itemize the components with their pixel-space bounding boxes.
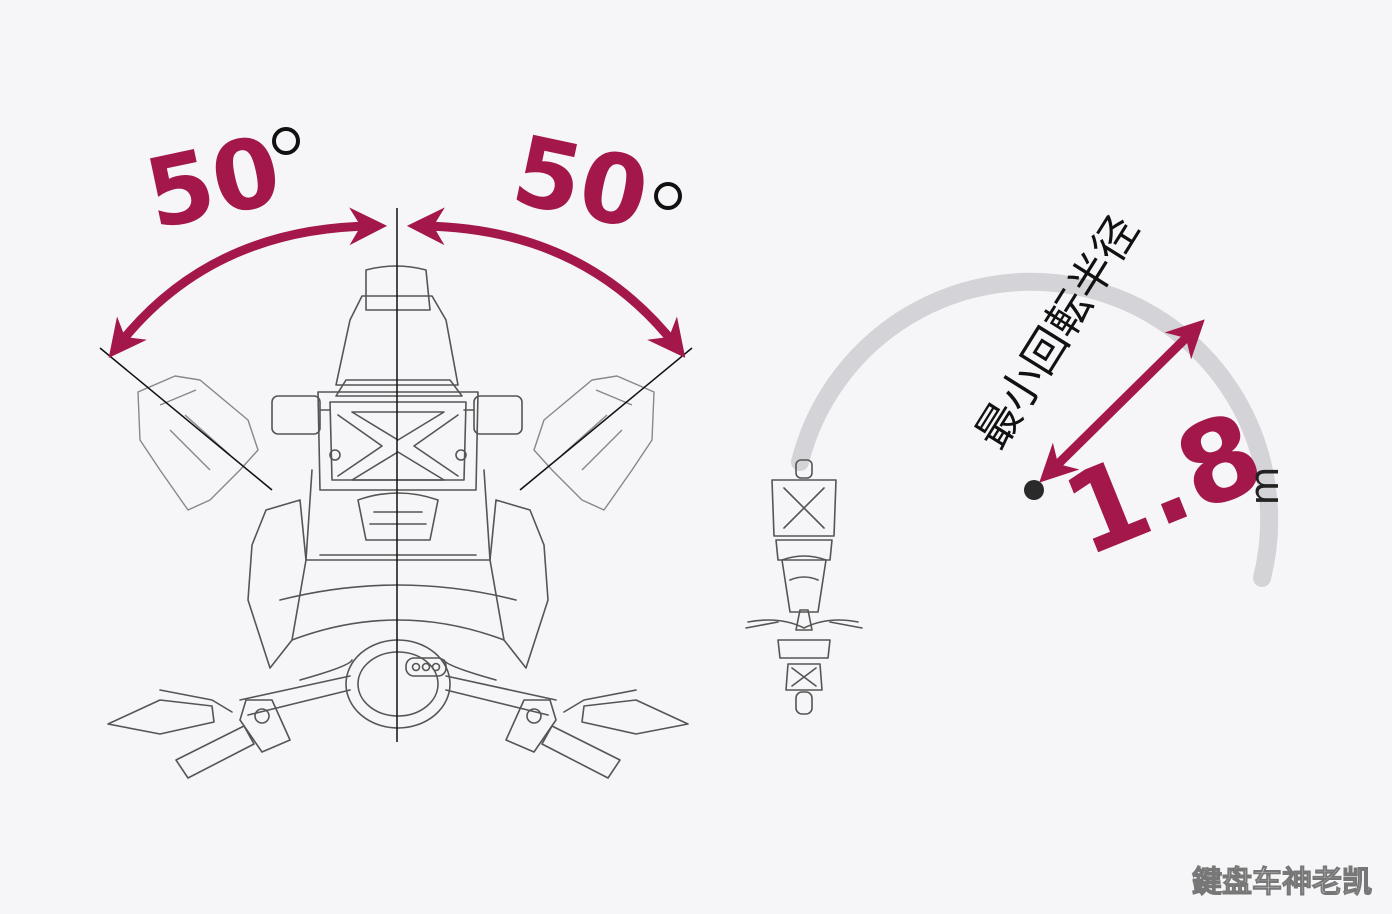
right-steering-arrow (406, 207, 686, 358)
left-degree-symbol (272, 127, 300, 155)
turning-arc (791, 272, 1279, 587)
right-angle-label: 50 (504, 114, 658, 251)
turning-radius-diagram: 最小回転半径 1.8 m (745, 207, 1288, 715)
watermark: 鍵盘车神老凯 (1192, 865, 1372, 900)
left-angle-label: 50 (136, 114, 290, 251)
left-turn-signal (107, 699, 215, 735)
left-steering-arrow (108, 207, 388, 358)
right-degree-symbol (654, 182, 682, 210)
radius-arrow (1039, 319, 1205, 483)
turning-radius-unit: m (1242, 467, 1288, 506)
ghost-left-grip (137, 375, 259, 511)
turning-radius-label: 最小回転半径 (966, 207, 1149, 458)
right-turn-signal (581, 699, 689, 735)
left-limit-line (99, 347, 273, 491)
handlebar-steering-diagram: 50 50 (99, 114, 693, 779)
ghost-right-grip (533, 375, 655, 511)
turn-center-dot (1024, 480, 1044, 500)
right-limit-line (519, 347, 693, 491)
motorcycle-top-view (745, 459, 863, 715)
motorcycle-front-view (107, 265, 689, 779)
